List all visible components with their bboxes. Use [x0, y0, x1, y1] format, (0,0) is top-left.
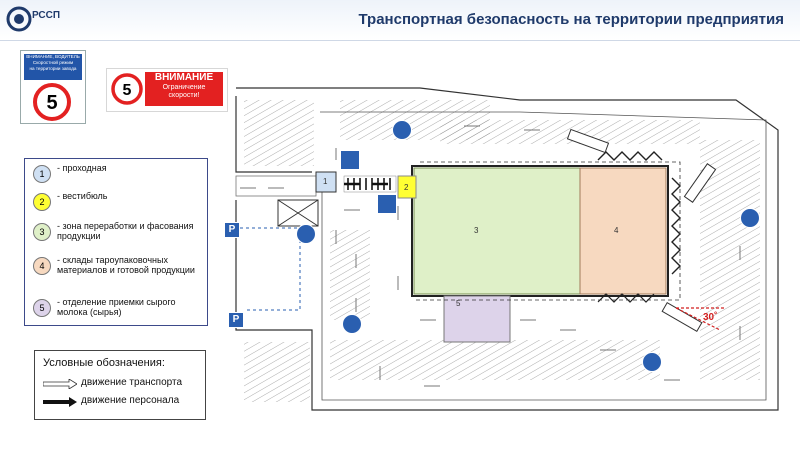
legend-item: 4 - склады тароупаковочных материалов и … — [29, 253, 205, 283]
warning-title: ВНИМАНИЕ — [154, 72, 214, 83]
personnel-label: движение персонала — [81, 395, 180, 406]
driver-attention-text-block: ВНИМАНИЕ, ВОДИТЕЛЬ Скоростной режим на т… — [24, 54, 82, 80]
page-title: Транспортная безопасность на территории … — [358, 11, 784, 28]
legend-num-3: 3 — [33, 223, 51, 241]
driver-attention-line-2: Скоростной режим — [32, 60, 74, 65]
legend-text-4: - склады тароупаковочных материалов и го… — [57, 255, 195, 275]
building-label-5: 5 — [456, 299, 461, 308]
legend-text-1: - проходная — [57, 163, 107, 173]
driver-attention-line-1: ВНИМАНИЕ, ВОДИТЕЛЬ — [26, 54, 80, 59]
hatched-area — [244, 100, 314, 166]
legend-text-2: - вестибюль — [57, 191, 108, 201]
legend-num-5: 5 — [33, 299, 51, 317]
building-label-3: 3 — [474, 226, 479, 235]
hatched-area — [330, 230, 370, 320]
speed-warning-banner: ВНИМАНИЕ Ограничение скорости! — [145, 72, 223, 106]
building-label-2: 2 — [404, 183, 409, 192]
building-label-4: 4 — [614, 226, 619, 235]
hatched-area — [440, 120, 700, 144]
driver-attention-line-3: на территории завода — [29, 66, 77, 71]
conventions-box: Условные обозначения: движение транспорт… — [34, 350, 206, 420]
transport-row: движение транспорта — [43, 375, 203, 391]
speed-limit-value: 5 — [123, 82, 132, 99]
hatched-area — [340, 100, 490, 140]
transport-label: движение транспорта — [81, 377, 183, 388]
hatched-area — [700, 140, 760, 380]
angle-label: 30˚ — [703, 312, 718, 323]
parking-sign-icon: P — [224, 222, 240, 238]
turn-left-sign-icon — [296, 224, 316, 244]
zone-3 — [413, 167, 581, 295]
driver-attention-sign: ВНИМАНИЕ, ВОДИТЕЛЬ Скоростной режим на т… — [20, 50, 86, 124]
legend-num-2: 2 — [33, 193, 51, 211]
speed-warning-sign: 5 ВНИМАНИЕ Ограничение скорости! — [106, 68, 228, 112]
legend-item: 3 - зона переработки и фасования продукц… — [29, 219, 205, 249]
legend-panel: 1 - проходная 2 - вестибюль 3 - зона пер… — [24, 158, 208, 326]
transport-arrow-icon — [43, 379, 77, 389]
legend-item: 1 - проходная — [29, 161, 205, 191]
company-logo-icon — [6, 6, 32, 32]
personnel-row: движение персонала — [43, 393, 203, 409]
site-boundary — [235, 96, 312, 173]
hatched-area — [244, 342, 310, 402]
legend-num-1: 1 — [33, 165, 51, 183]
legend-item: 2 - вестибюль — [29, 189, 205, 219]
parking-sign-icon: P — [228, 312, 244, 328]
legend-text-3: - зона переработки и фасования продукции — [57, 221, 194, 241]
personnel-arrow-icon — [43, 397, 77, 407]
turn-left-sign-icon — [642, 352, 662, 372]
legend-item: 5 - отделение приемки сырого молока (сыр… — [29, 295, 205, 325]
speed-limit-icon: 5 — [33, 83, 71, 121]
building-label-1: 1 — [323, 177, 328, 186]
pedestrian-crossing-sign-icon — [340, 150, 360, 170]
hatched-area — [330, 340, 660, 380]
zone-4 — [579, 167, 667, 295]
turn-left-sign-icon — [342, 314, 362, 334]
legend-text-5: - отделение приемки сырого молока (сырья… — [57, 297, 176, 317]
turn-left-sign-icon — [740, 208, 760, 228]
logo-text: РССП — [32, 10, 61, 21]
turn-left-sign-icon — [392, 120, 412, 140]
conventions-title: Условные обозначения: — [43, 357, 165, 369]
site-boundary — [235, 87, 779, 411]
speed-limit-value: 5 — [46, 92, 57, 114]
speed-limit-icon: 5 — [111, 73, 143, 105]
zone-5 — [443, 295, 511, 343]
header-bar: РССП Транспортная безопасность на террит… — [0, 0, 800, 41]
warning-sub-2: скорости! — [168, 92, 200, 99]
warning-sub-1: Ограничение — [162, 84, 206, 91]
legend-num-4: 4 — [33, 257, 51, 275]
pedestrian-crossing-sign-icon — [377, 194, 397, 214]
